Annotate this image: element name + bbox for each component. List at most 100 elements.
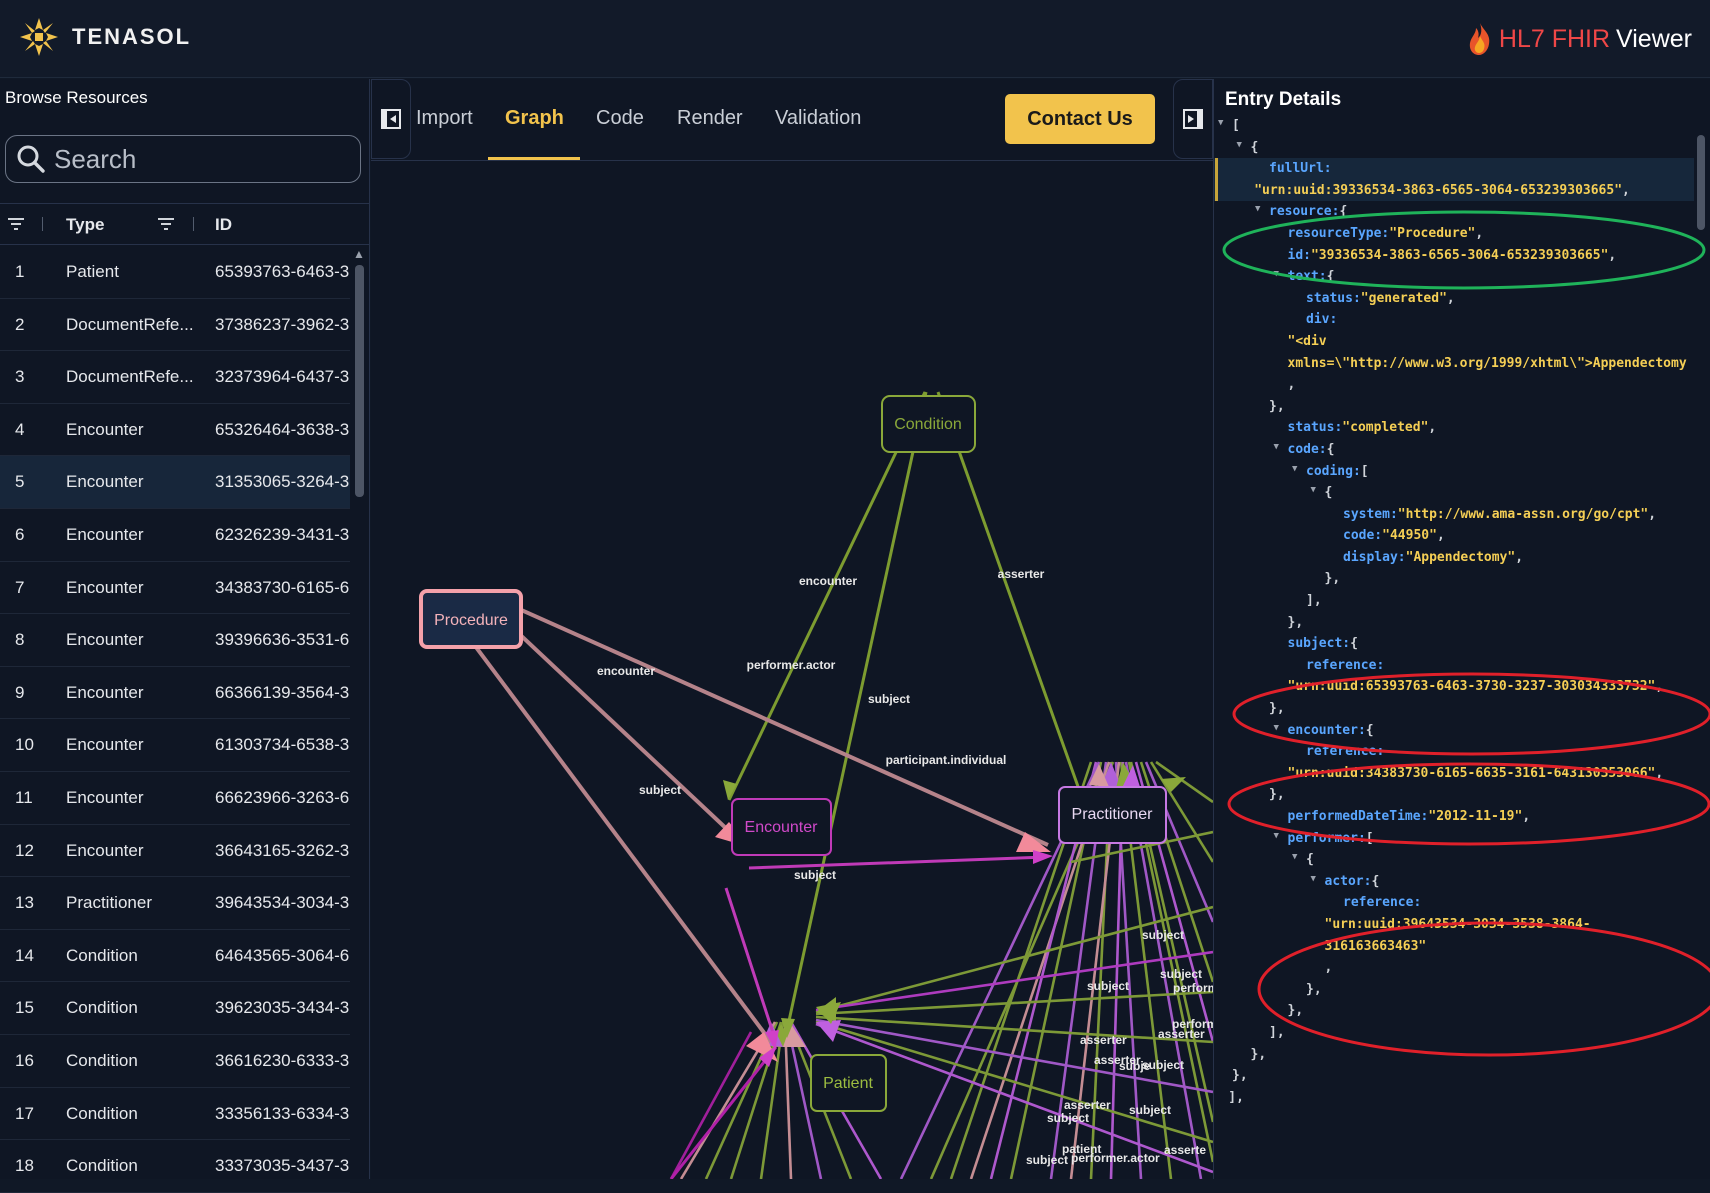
expand-toggle-icon[interactable]: ▼ (1236, 139, 1242, 150)
edge-label: asserte (1164, 1143, 1206, 1157)
scrollbar-thumb[interactable] (1697, 135, 1705, 230)
edge-label: subject (1142, 928, 1184, 942)
json-line: resourceType:"Procedure", (1287, 225, 1484, 241)
json-line[interactable]: ▼{ (1236, 139, 1259, 155)
tab-import[interactable]: Import (416, 107, 473, 129)
selected-line-marker (1215, 158, 1218, 201)
expand-toggle-icon[interactable]: ▼ (1255, 204, 1261, 215)
expand-toggle-icon[interactable]: ▼ (1310, 485, 1316, 496)
tab-code[interactable]: Code (596, 107, 644, 129)
json-line: }, (1269, 787, 1285, 803)
expand-toggle-icon[interactable]: ▼ (1273, 830, 1279, 841)
type-filter-icon[interactable] (158, 217, 174, 231)
column-separator[interactable] (193, 217, 194, 231)
json-line: }, (1324, 571, 1341, 587)
tab-render[interactable]: Render (677, 107, 743, 129)
node-label: Practitioner (1072, 806, 1154, 823)
tab-validation[interactable]: Validation (775, 107, 862, 129)
brand[interactable]: TENASOL (18, 16, 191, 58)
expand-toggle-icon[interactable]: ▼ (1273, 441, 1279, 452)
expand-toggle-icon[interactable]: ▼ (1310, 873, 1316, 884)
filter-icon[interactable] (8, 217, 24, 231)
expand-toggle-icon[interactable]: ▼ (1292, 852, 1298, 863)
edge-label: performer.actor (747, 658, 836, 672)
node-label: Condition (894, 416, 962, 433)
column-separator[interactable] (42, 217, 43, 231)
entry-details-title: Entry Details (1225, 89, 1342, 110)
search-input[interactable] (54, 143, 344, 175)
node-patient[interactable]: Patient (810, 1054, 887, 1112)
json-tree[interactable]: ▼[▼{fullUrl:"urn:uuid:39336534-3863-6565… (1214, 115, 1694, 1108)
collapse-right-button[interactable] (1173, 79, 1213, 159)
json-line: 316163663463" (1324, 938, 1427, 954)
collapse-right-icon (1183, 109, 1203, 129)
table-header: Type ID (0, 203, 370, 245)
json-scrollbar[interactable] (1695, 115, 1707, 1175)
json-line: display:"Appendectomy", (1343, 549, 1524, 565)
edge-label: subject (1129, 1103, 1171, 1117)
json-line[interactable]: ▼coding:[ (1292, 463, 1369, 479)
tab-graph[interactable]: Graph (505, 107, 564, 129)
contact-us-button[interactable]: Contact Us (1005, 94, 1155, 144)
search-box[interactable] (5, 135, 361, 183)
json-line[interactable]: ▼performer:[ (1273, 830, 1374, 846)
column-header-type[interactable]: Type (66, 215, 105, 234)
json-line: div: (1306, 312, 1338, 328)
json-line[interactable]: ▼{ (1310, 485, 1333, 501)
node-procedure[interactable]: Procedure (419, 589, 523, 649)
edge-label: subject (868, 692, 910, 706)
json-line[interactable]: ▼{ (1292, 852, 1314, 868)
json-line[interactable]: ▼actor:{ (1310, 873, 1380, 889)
expand-toggle-icon[interactable]: ▼ (1273, 269, 1279, 280)
json-line[interactable]: ▼resource:{ (1255, 204, 1348, 220)
edge-labels: encounter asserter encounter performer.a… (597, 567, 1213, 1167)
json-line[interactable]: ▼[ (1218, 118, 1240, 133)
json-line: , (1324, 960, 1333, 976)
table-scrollbar[interactable]: ▲ (352, 247, 366, 1177)
expand-toggle-icon[interactable]: ▼ (1218, 118, 1224, 128)
node-condition[interactable]: Condition (881, 395, 976, 453)
json-line: performedDateTime:"2012-11-19", (1287, 809, 1531, 824)
main-area: Import Graph Code Render Validation Cont… (371, 79, 1213, 1179)
json-line: status:"completed", (1287, 420, 1437, 436)
column-header-id[interactable]: ID (215, 215, 232, 234)
scrollbar-thumb[interactable] (355, 265, 364, 497)
json-line[interactable]: ▼code:{ (1273, 441, 1335, 457)
search-icon (17, 145, 45, 173)
json-line[interactable]: ▼encounter:{ (1273, 722, 1374, 738)
scroll-up-icon[interactable]: ▲ (353, 247, 365, 261)
node-encounter[interactable]: Encounter (731, 798, 832, 856)
collapse-left-icon (381, 109, 401, 129)
main-edges (444, 391, 1083, 1179)
edge-label: asserter (1064, 1098, 1111, 1112)
edge-label: patient (1062, 1142, 1101, 1156)
expand-toggle-icon[interactable]: ▼ (1292, 463, 1298, 474)
collapse-left-button[interactable] (371, 79, 411, 159)
browse-resources-panel: Browse Resources Type ID 1Patient6539376… (0, 79, 370, 1193)
json-line: , (1287, 377, 1296, 393)
node-practitioner[interactable]: Practitioner (1058, 786, 1167, 844)
expand-toggle-icon[interactable]: ▼ (1273, 722, 1279, 733)
edge-label: subject (639, 783, 681, 797)
entry-details-panel: Entry Details ▼[▼{fullUrl:"urn:uuid:3933… (1213, 79, 1710, 1179)
resource-graph[interactable]: encounter asserter encounter performer.a… (371, 162, 1213, 1179)
json-line[interactable]: ▼text:{ (1273, 269, 1335, 285)
